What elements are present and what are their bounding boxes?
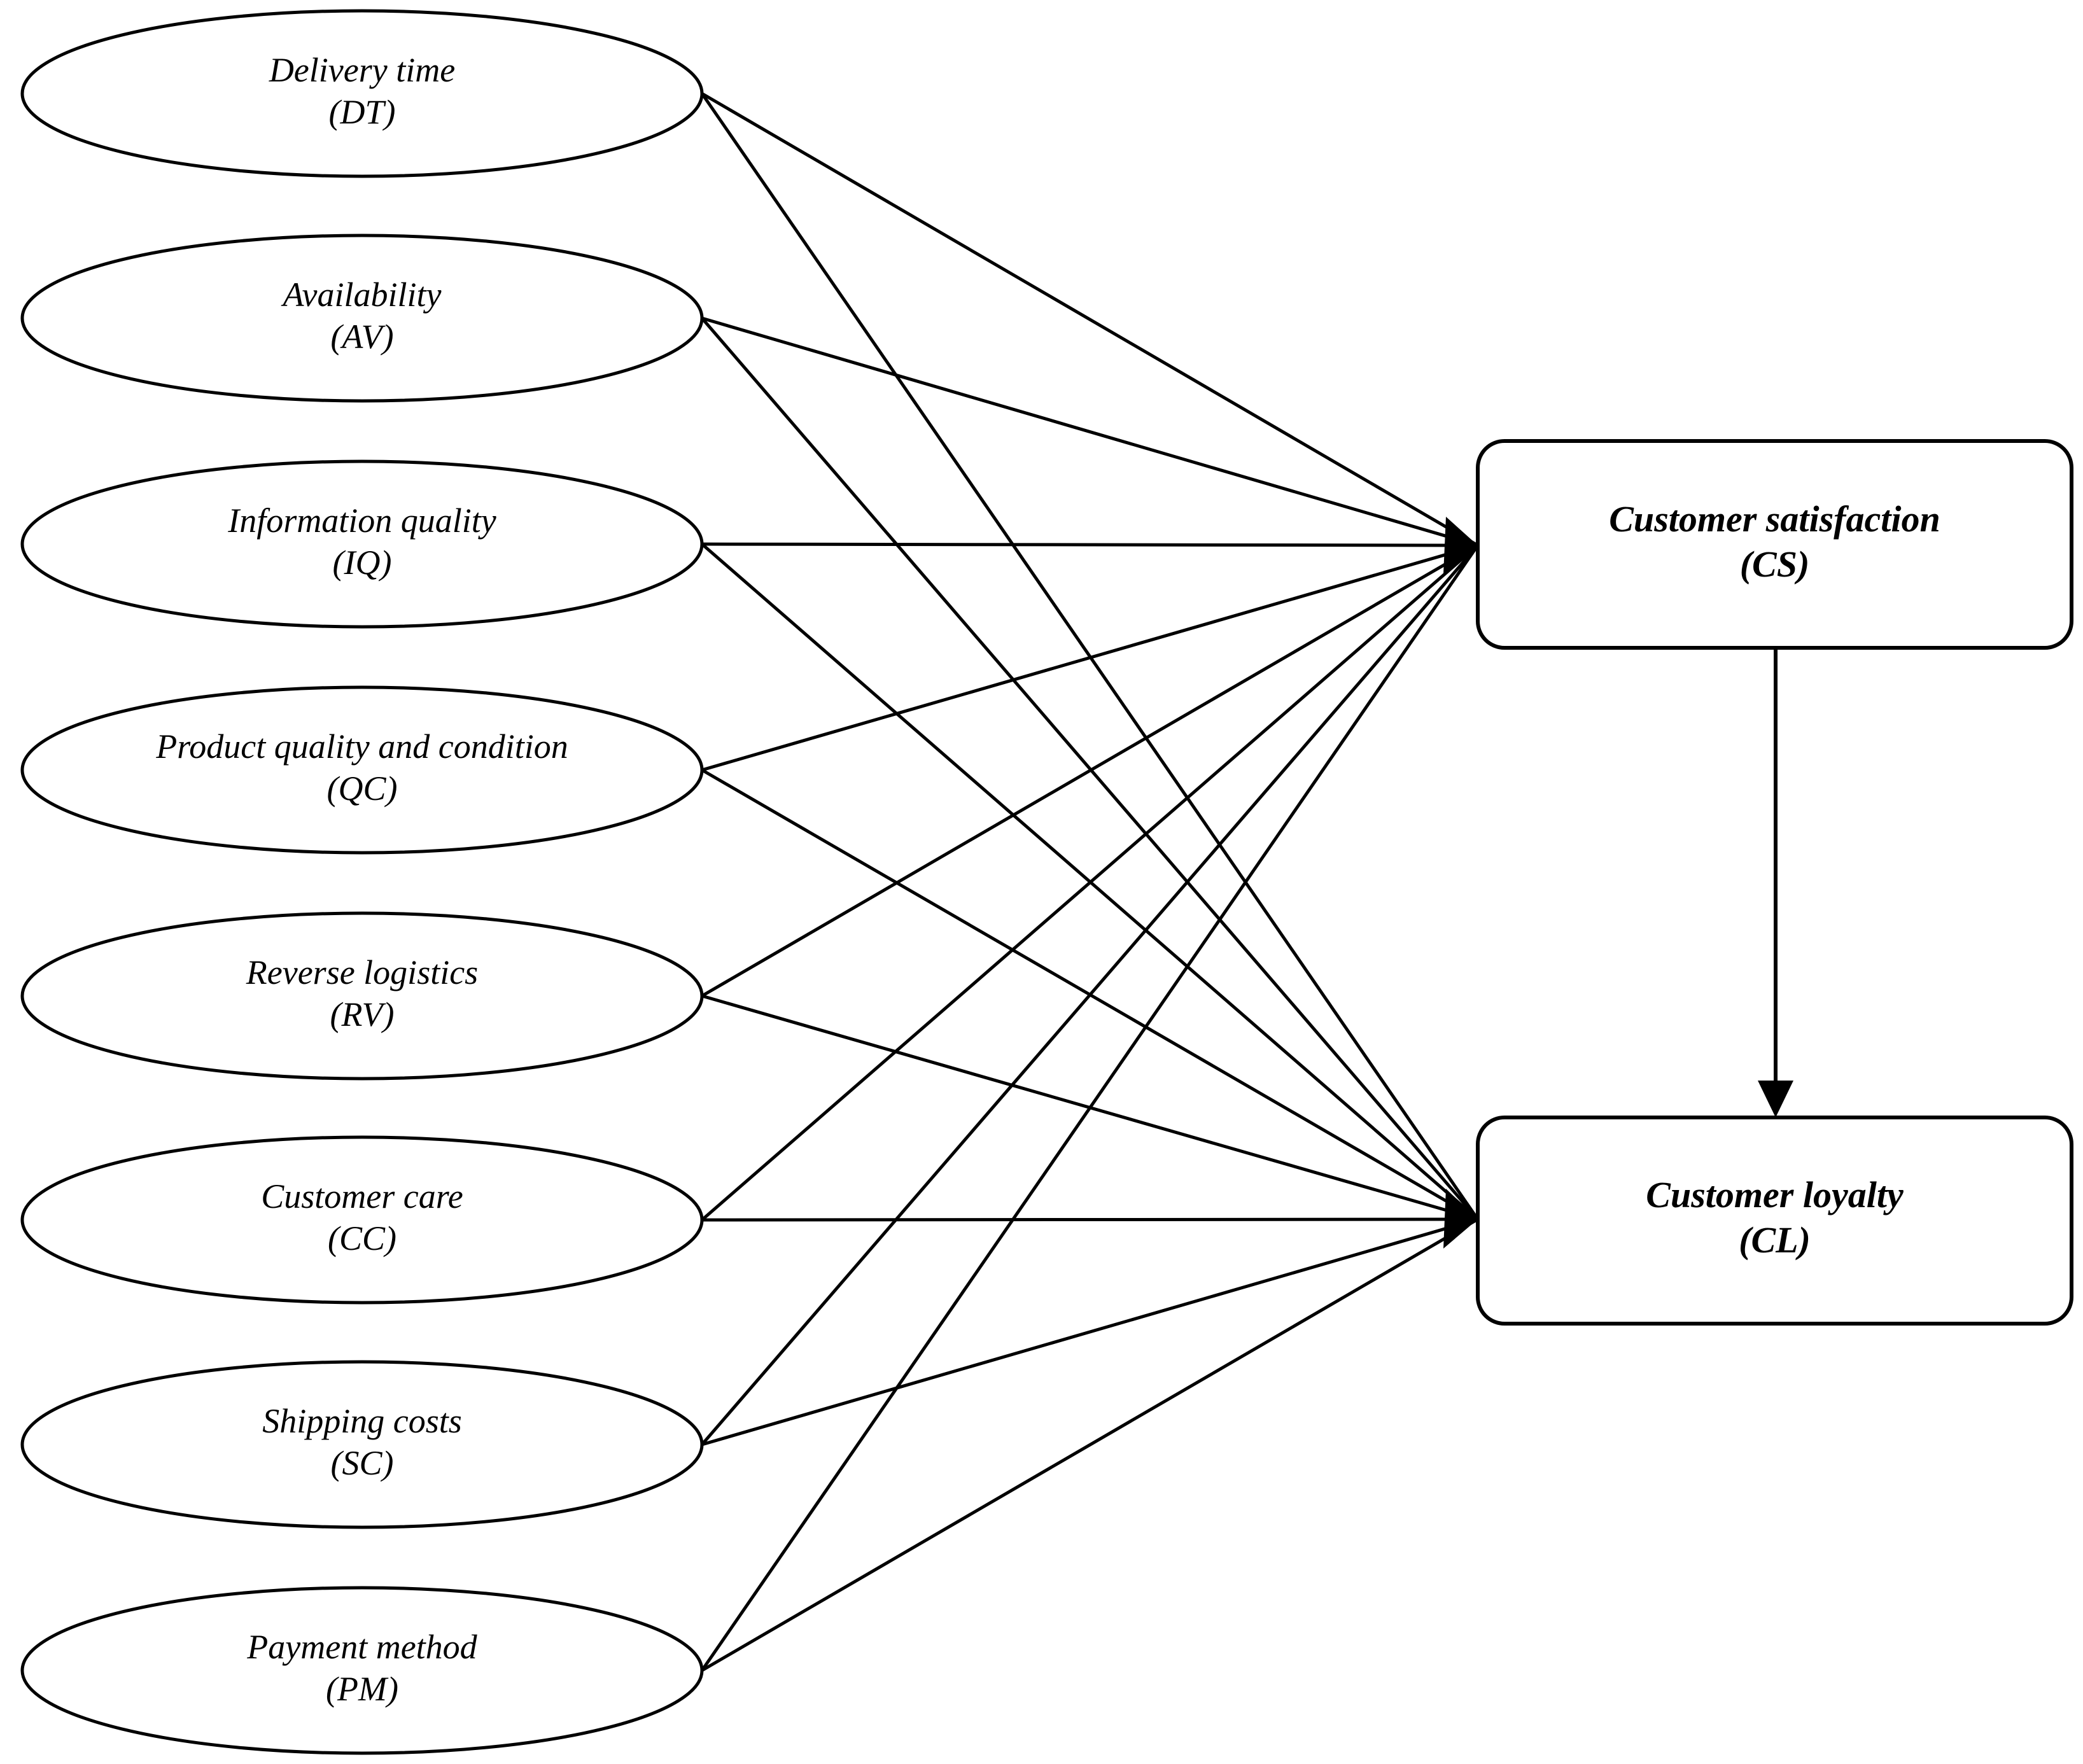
node-shape-customer-loyalty[interactable]	[1476, 1116, 2073, 1326]
edge-dt-to-cs	[701, 92, 1479, 547]
arrowhead-cs-to-cl	[1758, 1081, 1793, 1117]
edge-pm-to-cl	[701, 1217, 1479, 1672]
edge-cs-to-cl	[1758, 648, 1793, 1117]
edge-av-to-cs	[701, 316, 1478, 547]
arrowhead-into-customer-satisfaction	[1443, 517, 1478, 574]
node-shape-customer-satisfaction[interactable]	[1476, 439, 2073, 650]
edge-dt-to-cl	[700, 92, 1480, 1221]
node-shape-delivery-time[interactable]	[20, 9, 704, 178]
node-shape-payment-method[interactable]	[20, 1586, 704, 1755]
edge-qc-to-cl	[701, 768, 1479, 1221]
edge-cc-to-cl	[701, 1217, 1478, 1222]
edge-iq-to-cs	[701, 542, 1478, 547]
edge-iq-to-cl	[701, 543, 1479, 1221]
edge-rv-to-cl	[701, 994, 1478, 1221]
ellipse-nodes	[20, 9, 704, 1755]
node-shape-information-quality[interactable]	[20, 459, 704, 629]
node-shape-availability[interactable]	[20, 234, 704, 403]
node-shape-product-quality-and-condition[interactable]	[20, 685, 704, 855]
node-shape-customer-care[interactable]	[20, 1135, 704, 1305]
edge-sc-to-cl	[701, 1217, 1478, 1446]
edges-to-customer-loyalty	[700, 92, 1480, 1672]
node-shape-shipping-costs[interactable]	[20, 1360, 704, 1529]
edge-av-to-cl	[701, 317, 1479, 1221]
node-shape-reverse-logistics[interactable]	[20, 911, 704, 1081]
arrowhead-into-customer-loyalty	[1443, 1189, 1478, 1249]
